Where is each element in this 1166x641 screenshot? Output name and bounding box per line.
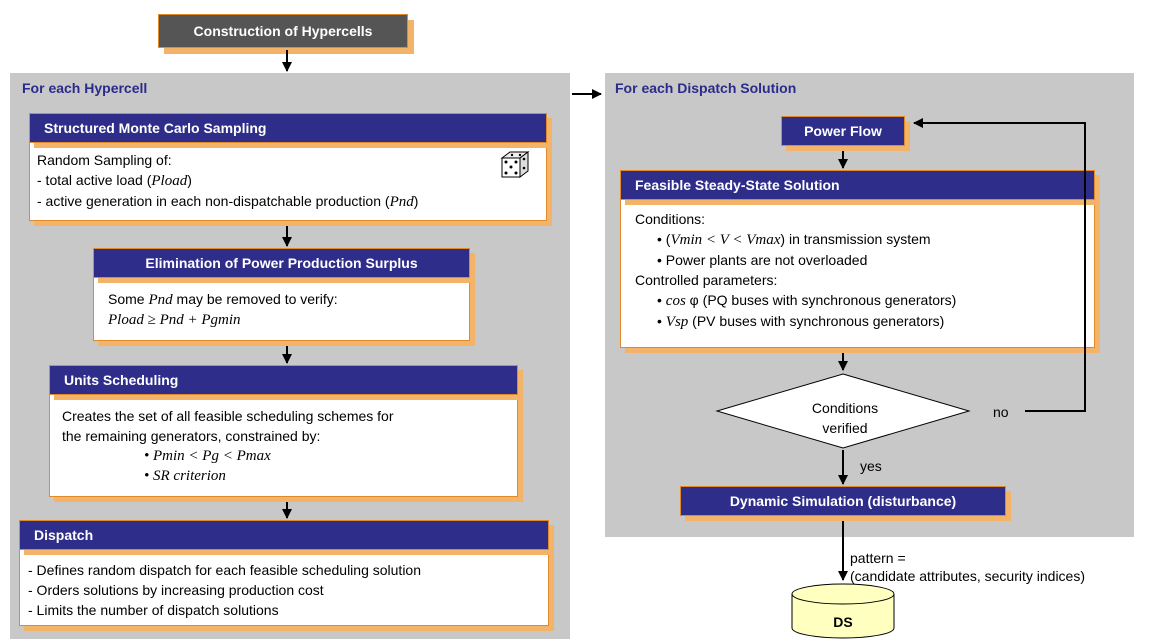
param-cos: • cos φ (PQ buses with synchronous gener… [657,292,957,309]
decision-label-line-1: Conditions [811,400,879,416]
feasible-header-label: Feasible Steady-State Solution [635,177,840,193]
dispatch-solution-panel-title: For each Dispatch Solution [615,80,797,96]
ds-label: DS [833,614,853,630]
elimination-header-label: Elimination of Power Production Surplus [145,255,418,271]
dispatch-line-2: - Orders solutions by increasing product… [28,582,324,598]
controlled-label: Controlled parameters: [635,272,778,288]
sampling-line-2: - total active load (Pload) [37,172,192,189]
power-flow-label: Power Flow [804,123,882,139]
no-label: no [993,404,1009,420]
construction-hypercells-box: Construction of Hypercells [158,14,408,48]
yes-label: yes [860,458,882,474]
scheduling-header-label: Units Scheduling [64,372,179,388]
param-vsp: • Vsp (PV buses with synchronous generat… [657,313,945,330]
condition-voltage: • (Vmin < V < Vmax) in transmission syst… [657,231,931,248]
dispatch-line-3: - Limits the number of dispatch solution… [28,602,279,618]
dynamic-simulation-box: Dynamic Simulation (disturbance) [680,486,1006,516]
pattern-definition: (candidate attributes, security indices) [850,568,1085,584]
condition-overload: • Power plants are not overloaded [657,252,868,268]
dispatch-header: Dispatch [19,520,549,550]
power-flow-box: Power Flow [781,116,905,146]
dynamic-simulation-label: Dynamic Simulation (disturbance) [729,493,957,509]
dice-icon [500,151,530,178]
dispatch-line-1: - Defines random dispatch for each feasi… [28,562,422,578]
elimination-text: Some Pnd may be removed to verify: Pload… [108,289,338,330]
sampling-text: Random Sampling of: - total active load … [37,150,418,212]
scheduling-bullet-1: • Pmin < Pg < Pmax [144,448,271,464]
feasible-text: Conditions: • (Vmin < V < Vmax) in trans… [635,209,956,332]
sampling-header-label: Structured Monte Carlo Sampling [44,120,267,136]
ds-database-icon [791,583,895,639]
elimination-header: Elimination of Power Production Surplus [93,248,470,278]
sampling-line-3: - active generation in each non-dispatch… [37,193,419,210]
hypercell-panel-title: For each Hypercell [22,80,148,96]
elimination-line-1: Some Pnd may be removed to verify: [108,291,338,308]
sampling-line-1: Random Sampling of: [37,152,172,168]
scheduling-line-2: the remaining generators, constrained by… [62,428,321,444]
feasible-header: Feasible Steady-State Solution [620,170,1095,200]
decision-label-line-2: verified [822,420,868,436]
elimination-line-2: Pload ≥ Pnd + Pgmin [108,312,241,328]
dispatch-text: - Defines random dispatch for each feasi… [28,560,421,620]
arrow-no-loop [913,118,1086,412]
construction-hypercells-label: Construction of Hypercells [193,23,373,39]
scheduling-header: Units Scheduling [49,365,518,395]
dispatch-header-label: Dispatch [34,527,94,543]
scheduling-bullet-2: • SR criterion [144,468,226,484]
decision-diamond [715,373,971,449]
scheduling-text: Creates the set of all feasible scheduli… [62,406,394,486]
conditions-label: Conditions: [635,211,706,227]
sampling-header: Structured Monte Carlo Sampling [29,113,547,143]
pattern-label: pattern = [850,550,906,566]
scheduling-line-1: Creates the set of all feasible scheduli… [62,408,394,424]
